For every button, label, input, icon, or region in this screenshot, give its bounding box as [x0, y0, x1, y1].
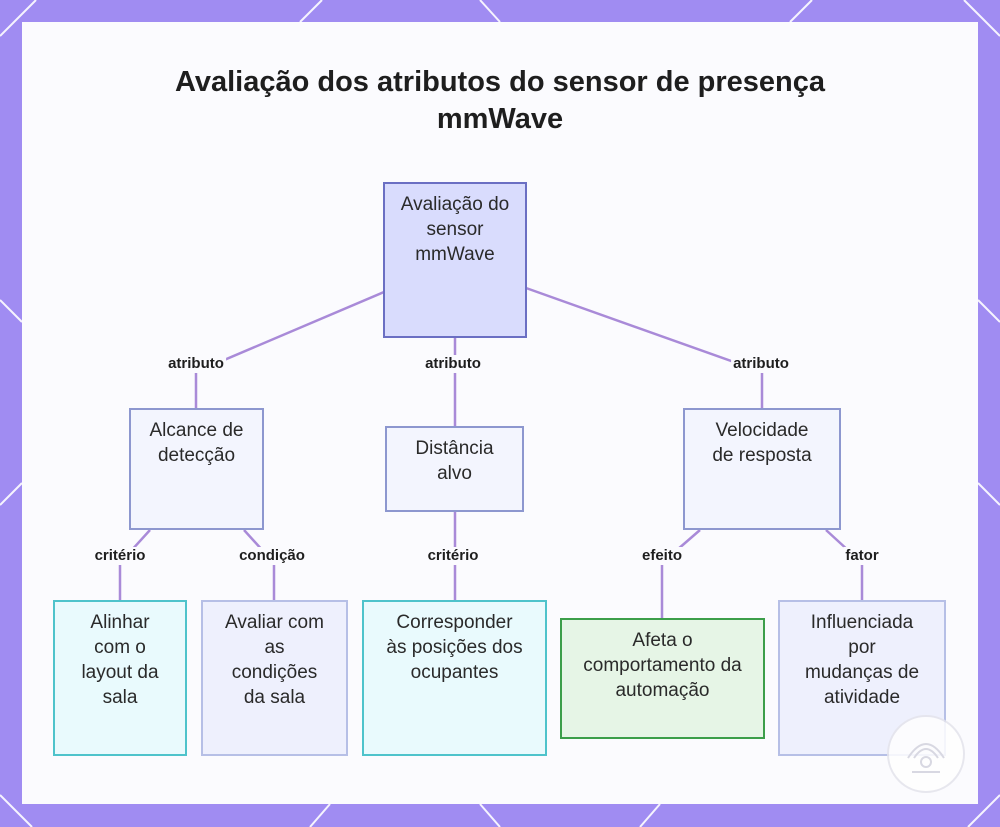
node-room-conditions-label: Avaliar com as condições da sala [225, 612, 324, 708]
node-root: Avaliação do sensor mmWave [383, 182, 527, 338]
node-automation-behavior-label: Afeta o comportamento da automação [583, 630, 742, 701]
node-response-speed: Velocidade de resposta [683, 408, 841, 530]
edge-label-distance-positions: critério [425, 547, 481, 565]
node-detection-range-label: Alcance de detecção [149, 420, 244, 466]
node-target-distance: Distância alvo [385, 426, 524, 512]
edge-speed-activity [825, 529, 864, 600]
node-response-speed-label: Velocidade de resposta [712, 420, 812, 466]
edge-speed-automation [660, 529, 701, 618]
edge-label-speed-activity: fator [843, 547, 881, 565]
node-room-layout-label: Alinhar com o layout da sala [81, 612, 159, 708]
edge-range-conditions [243, 529, 276, 600]
edge-root-range [194, 290, 385, 408]
node-room-conditions: Avaliar com as condições da sala [201, 600, 348, 756]
edge-label-root-distance: atributo [423, 355, 483, 373]
edge-label-range-conditions: condição [237, 547, 307, 565]
edge-label-root-range: atributo [166, 355, 226, 373]
diagram-title: Avaliação dos atributos do sensor de pre… [174, 66, 826, 135]
node-room-layout: Alinhar com o layout da sala [53, 600, 187, 756]
node-occupant-positions-label: Corresponder às posições dos ocupantes [386, 612, 523, 683]
node-target-distance-label: Distância alvo [415, 438, 494, 484]
node-automation-behavior: Afeta o comportamento da automação [560, 618, 765, 739]
edge-label-root-speed: atributo [731, 355, 791, 373]
edge-range-layout [118, 529, 151, 600]
watermark-logo-icon [887, 715, 965, 793]
edge-label-speed-automation: efeito [639, 547, 685, 565]
node-root-label: Avaliação do sensor mmWave [400, 194, 510, 265]
edge-root-speed [525, 286, 764, 408]
node-detection-range: Alcance de detecção [129, 408, 264, 530]
node-activity-changes-label: Influenciada por mudanças de atividade [804, 612, 920, 708]
node-occupant-positions: Corresponder às posições dos ocupantes [362, 600, 547, 756]
edge-label-range-layout: critério [92, 547, 148, 565]
